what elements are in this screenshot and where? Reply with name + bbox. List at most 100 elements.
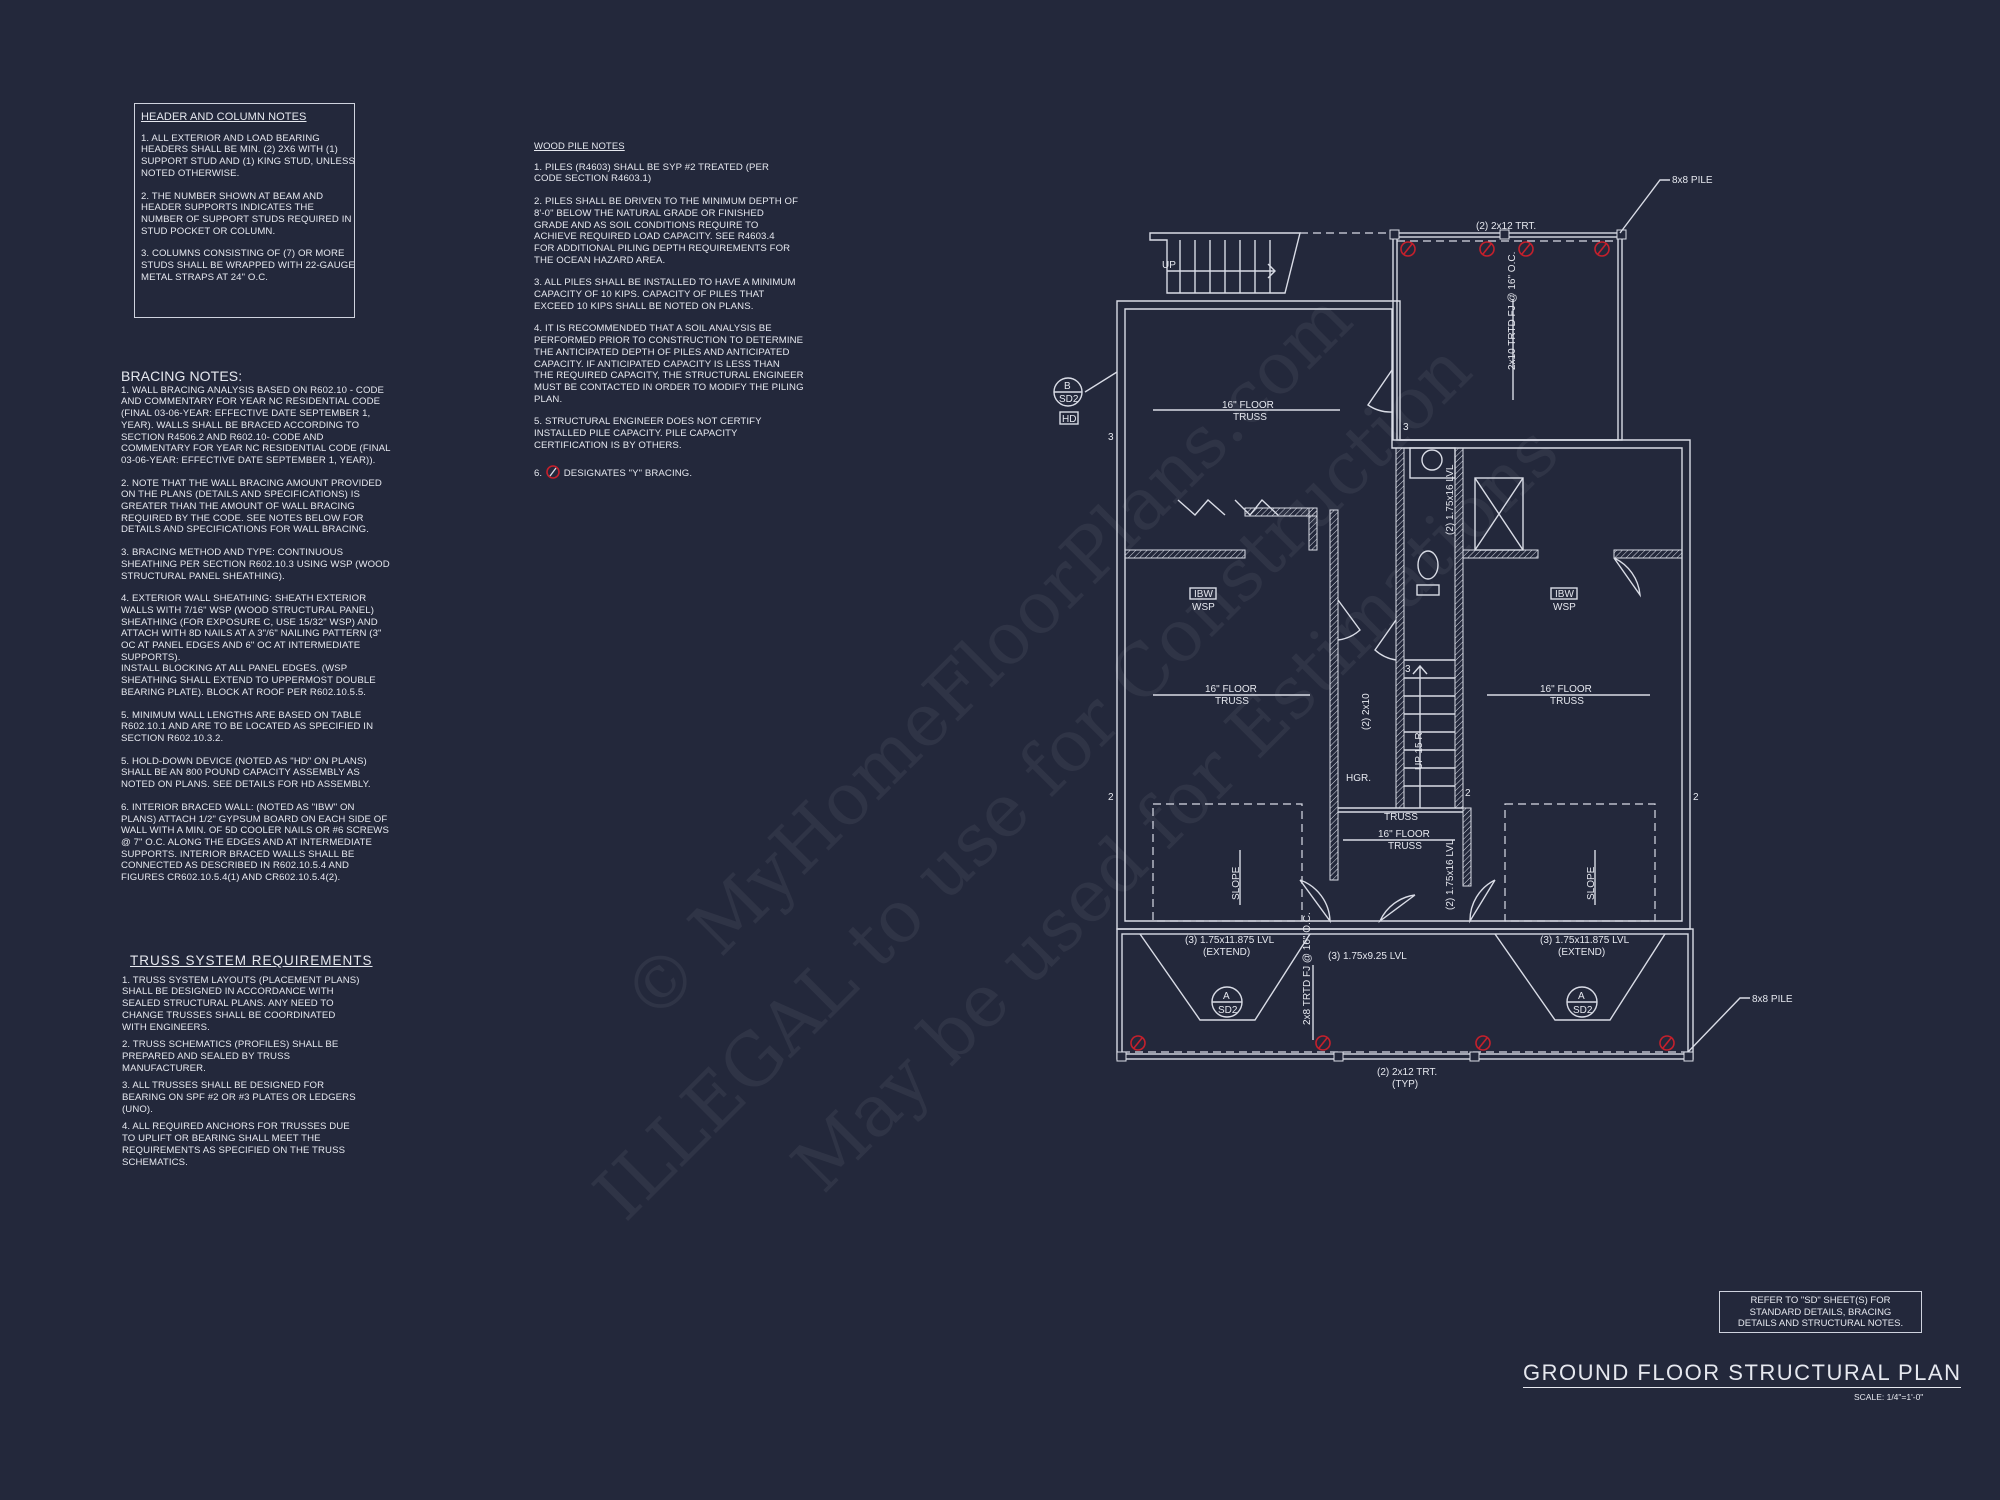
stud-count: 2	[1108, 792, 1114, 803]
truss-system-notes: TRUSS SYSTEM REQUIREMENTS 1. TRUSS SYSTE…	[122, 954, 373, 1174]
note-line: SEALED STRUCTURAL PLANS. ANY NEED TO	[122, 998, 334, 1010]
header-column-notes: HEADER AND COLUMN NOTES 1. ALL EXTERIOR …	[134, 103, 355, 318]
note-line: AND COMMENTARY FOR YEAR NC RESIDENTIAL C…	[121, 396, 381, 408]
floor-truss-center: 16" FLOOR	[1378, 829, 1430, 840]
piles	[1116, 229, 1694, 1062]
note-line: MANUFACTURER.	[122, 1062, 206, 1074]
stud-count: 2	[1693, 792, 1699, 803]
note-line: WITH ENGINEERS.	[122, 1021, 210, 1033]
header-2x10-label: (2) 2x10	[1361, 693, 1372, 730]
note-line: REQUIRED BY THE CODE. SEE NOTES BELOW FO…	[121, 512, 364, 524]
note-line: YEAR). WALLS SHALL BE BRACED ACCORDING T…	[121, 419, 360, 431]
detail-b-sheet: SD2	[1059, 394, 1079, 405]
note-line: SCHEMATICS.	[122, 1156, 188, 1168]
detail-a-sheet-right: SD2	[1573, 1005, 1593, 1016]
stud-count: 3	[1108, 432, 1114, 443]
note-line: ACHIEVE REQUIRED LOAD CAPACITY. SEE R460…	[534, 231, 775, 243]
ibw-label-left: IBW	[1194, 589, 1213, 600]
slope-label-left: SLOPE	[1231, 866, 1242, 900]
note-line: 3. ALL TRUSSES SHALL BE DESIGNED FOR	[122, 1080, 325, 1092]
stud-count: 3	[1405, 664, 1411, 675]
note-line: BEARING ON SPF #2 OR #3 PLATES OR LEDGER…	[122, 1092, 356, 1104]
note-line: CAPACITY OF 10 KIPS. CAPACITY OF PILES T…	[534, 289, 765, 301]
note-line: TO UPLIFT OR BEARING SHALL MEET THE	[122, 1133, 321, 1145]
note-line: REQUIREMENTS AS SPECIFIED ON THE TRUSS	[122, 1144, 346, 1156]
detail-a-left: A	[1223, 991, 1230, 1002]
note-line: SUPPORTS. INTERIOR BRACED WALLS SHALL BE	[121, 848, 355, 860]
note-line: GRADE AND AS SOIL CONDITIONS REQUIRE TO	[534, 219, 759, 231]
refer-line: DETAILS AND STRUCTURAL NOTES.	[1737, 1318, 1904, 1329]
note-paragraph: 1. TRUSS SYSTEM LAYOUTS (PLACEMENT PLANS…	[122, 975, 373, 1034]
floor-truss-left: 16" FLOOR	[1205, 684, 1257, 695]
hanger-label: HGR.	[1346, 773, 1371, 784]
refer-sd-sheets-note: REFER TO "SD" SHEET(S) FOR STANDARD DETA…	[1719, 1291, 1922, 1333]
extend-left: (EXTEND)	[1203, 947, 1250, 958]
note-line: SHEATHING (FOR EXPOSURE C, USE 15/32" WS…	[121, 616, 378, 628]
note-line: 5. MINIMUM WALL LENGTHS ARE BASED ON TAB…	[121, 709, 362, 721]
note-line: CONNECTED AS DESCRIBED IN R602.10.5.4 AN…	[121, 860, 350, 872]
note-paragraph: 2. NOTE THAT THE WALL BRACING AMOUNT PRO…	[121, 478, 391, 537]
note-line: THE REQUIRED CAPACITY, THE STRUCTURAL EN…	[534, 370, 804, 382]
note-line: 5. STRUCTURAL ENGINEER DOES NOT CERTIFY	[534, 416, 762, 428]
pile-notes-title: WOOD PILE NOTES	[534, 141, 625, 152]
note-paragraph: 5. MINIMUM WALL LENGTHS ARE BASED ON TAB…	[121, 710, 391, 745]
note-line: NOTED OTHERWISE.	[141, 167, 240, 179]
slope-label-right: SLOPE	[1586, 866, 1597, 900]
note-line: NOTED ON PLANS. SEE DETAILS FOR HD ASSEM…	[121, 779, 371, 791]
note-line: 3. BRACING METHOD AND TYPE: CONTINUOUS	[121, 547, 344, 559]
note-line: CAPACITY. IF ANTICIPATED CAPACITY IS LES…	[534, 358, 780, 370]
bracing-notes: BRACING NOTES: 1. WALL BRACING ANALYSIS …	[121, 368, 391, 895]
note-line: HEADERS SHALL BE MIN. (2) 2x6 WITH (1)	[141, 144, 338, 156]
extend-right: (EXTEND)	[1558, 947, 1605, 958]
note-line: THE OCEAN HAZARD AREA.	[534, 254, 666, 266]
stud-count: 2	[1465, 788, 1471, 799]
note-paragraph: 1. PILES (R4603) SHALL BE SYP #2 TREATED…	[534, 162, 804, 185]
note-line: PREPARED AND SEALED BY TRUSS	[122, 1050, 291, 1062]
note-line: SECTION R4506.2 AND R602.10- CODE AND	[121, 431, 324, 443]
note-line: SHALL BE DESIGNED IN ACCORDANCE WITH	[122, 986, 334, 998]
floor-truss-right: 16" FLOOR	[1540, 684, 1592, 695]
beam-label-bottom: (2) 2x12 TRT.	[1377, 1067, 1437, 1078]
wood-pile-notes: WOOD PILE NOTES 1. PILES (R4603) SHALL B…	[534, 141, 804, 480]
note-line: (FINAL 03-06-YEAR: EFFECTIVE DATE SEPTEM…	[121, 408, 371, 420]
note-line: OC AT PANEL EDGES AND 6" OC AT INTERMEDI…	[121, 640, 361, 652]
lvl-16-label-bottom: (2) 1.75x16 LVL	[1445, 839, 1456, 910]
note-paragraph: 6. INTERIOR BRACED WALL: (NOTED AS "IBW"…	[121, 802, 391, 884]
refer-line: STANDARD DETAILS, BRACING	[1749, 1306, 1892, 1318]
note-line: 4. EXTERIOR WALL SHEATHING: SHEATH EXTER…	[121, 593, 367, 605]
note-paragraph: 4. EXTERIOR WALL SHEATHING: SHEATH EXTER…	[121, 593, 391, 698]
floor-truss-label-2: TRUSS	[1233, 412, 1267, 423]
note-line: ON THE PLANS (DETAILS AND SPECIFICATIONS…	[121, 489, 360, 501]
bracing-notes-title: BRACING NOTES:	[121, 368, 243, 384]
pile-note-6: 6. DESIGNATES "Y" BRACING.	[534, 462, 804, 480]
note-line: FIGURES CR602.10.5.4(1) AND CR602.10.5.4…	[121, 872, 341, 884]
refer-line: REFER TO "SD" SHEET(S) FOR	[1750, 1295, 1891, 1306]
lvl-11875-right: (3) 1.75x11.875 LVL	[1540, 935, 1630, 946]
detail-a-right: A	[1578, 991, 1585, 1002]
note-line: STUDS SHALL BE WRAPPED WITH 22-GAUGE	[141, 260, 355, 272]
note-line: PLANS) ATTACH 1/2" GYPSUM BOARD ON EACH …	[121, 813, 388, 825]
note-line: THE ANTICIPATED DEPTH OF PILES AND ANTIC…	[534, 346, 790, 358]
note-line: BEARING PLATE). BLOCK AT ROOF PER R602.1…	[121, 686, 367, 698]
stud-count: 3	[1403, 422, 1409, 433]
deck-joist-label: 2x10 TRTD FJ @ 16" O.C.	[1507, 252, 1518, 370]
note-line: SHEATHING SHALL EXTEND TO UPPERMOST DOUB…	[121, 675, 376, 687]
header-notes-title: HEADER AND COLUMN NOTES	[141, 111, 307, 123]
note-line: INSTALL BLOCKING AT ALL PANEL EDGES. (WS…	[121, 663, 348, 675]
pile-label-top: 8x8 PILE	[1672, 175, 1713, 186]
note-line: 3. ALL PILES SHALL BE INSTALLED TO HAVE …	[534, 277, 796, 289]
note-line: 2. NOTE THAT THE WALL BRACING AMOUNT PRO…	[121, 477, 382, 489]
pile-note-6-number: 6.	[534, 468, 543, 480]
lvl-925-label: (3) 1.75x9.25 LVL	[1328, 951, 1407, 962]
typ-label: (TYP)	[1392, 1079, 1418, 1090]
plan-labels: 8x8 PILE (2) 2x12 TRT. 2x10 TRTD FJ @ 16…	[1053, 175, 1793, 1090]
note-paragraph: 4. IT IS RECOMMENDED THAT A SOIL ANALYSI…	[534, 323, 804, 405]
truss-right: TRUSS	[1550, 696, 1584, 707]
note-line: ATTACH WITH 8d NAILS AT A 3"/6" NAILING …	[121, 628, 382, 640]
note-line: STRUCTURAL PANEL SHEATHING).	[121, 570, 285, 582]
